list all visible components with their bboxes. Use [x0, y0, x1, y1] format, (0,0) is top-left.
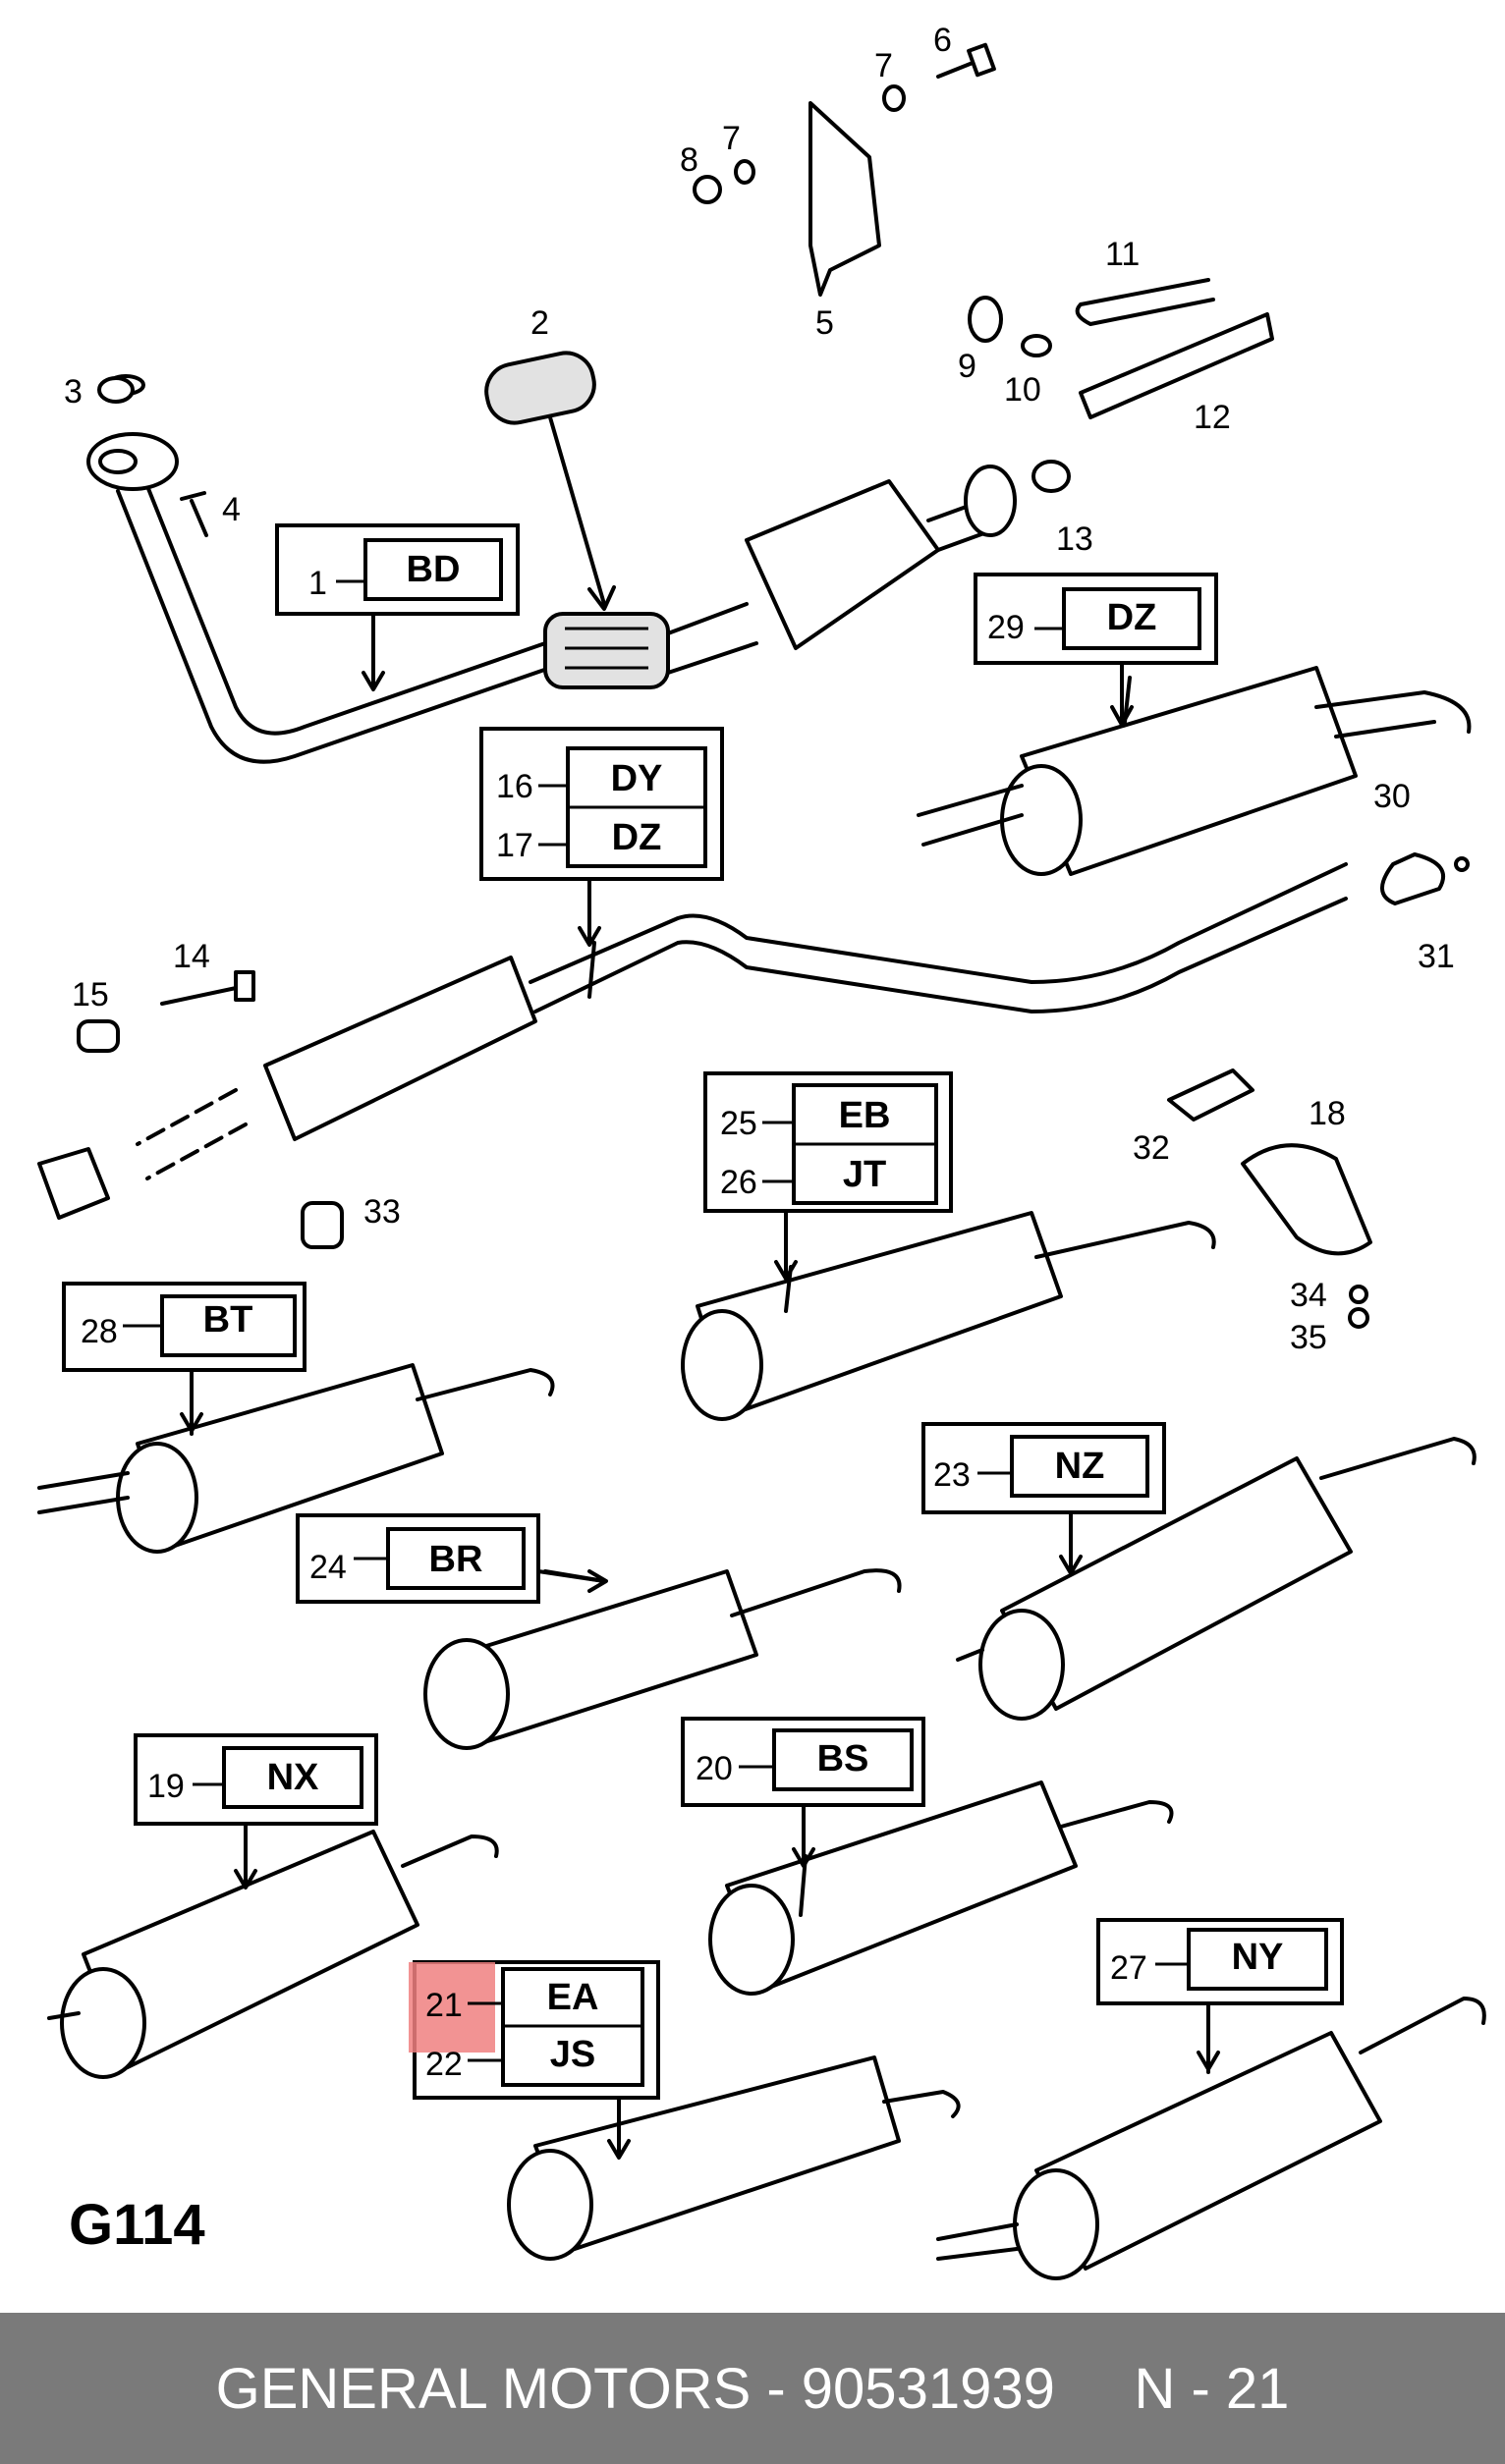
u-bolt-and-bracket-11-12 [1075, 278, 1274, 419]
svg-text:EA: EA [547, 1977, 599, 2018]
svg-text:32: 32 [1133, 1129, 1170, 1167]
callout-28: 28 BT [62, 1282, 307, 1433]
svg-text:19: 19 [147, 1768, 185, 1805]
fasteners-6-7-8 [693, 42, 996, 204]
flex-pipe [543, 602, 758, 689]
gasket-part-3 [97, 376, 135, 404]
callout-21-22: 21 EA 22 JS [409, 1960, 660, 2160]
svg-text:BD: BD [407, 549, 461, 590]
svg-text:13: 13 [1056, 520, 1093, 558]
svg-text:5: 5 [815, 304, 834, 342]
muffler-21-22 [507, 2055, 961, 2261]
svg-text:4: 4 [222, 491, 241, 528]
footer-brand: GENERAL MOTORS [215, 2356, 752, 2421]
bracket-part-5 [808, 101, 881, 297]
svg-text:24: 24 [309, 1549, 347, 1586]
svg-text:7: 7 [722, 120, 741, 157]
rubber-mount-9-10 [968, 296, 1052, 357]
muffler-27 [936, 1997, 1486, 2280]
svg-text:BR: BR [429, 1539, 483, 1580]
svg-text:11: 11 [1105, 236, 1140, 273]
intermediate-pipe-16-17 [37, 862, 1348, 1220]
svg-text:BS: BS [817, 1738, 869, 1780]
diagram-code: G114 [69, 2193, 205, 2257]
svg-text:35: 35 [1290, 1319, 1327, 1356]
svg-text:14: 14 [173, 938, 210, 975]
svg-text:20: 20 [696, 1750, 733, 1787]
muffler-23 [956, 1437, 1477, 1721]
svg-text:31: 31 [1418, 938, 1455, 975]
rubber-mount-part-33 [301, 1201, 344, 1249]
svg-text:JS: JS [550, 2034, 595, 2075]
svg-text:26: 26 [720, 1164, 757, 1201]
callout-29: 29 DZ [974, 573, 1218, 727]
svg-text:28: 28 [81, 1313, 118, 1350]
svg-text:1: 1 [308, 565, 327, 602]
highlight-21 [409, 1962, 495, 2053]
svg-text:25: 25 [720, 1105, 757, 1142]
svg-text:21: 21 [425, 1987, 463, 2024]
callout-25-26: 25 EB 26 JT [703, 1071, 953, 1281]
catalytic-converter [745, 465, 1017, 650]
svg-text:34: 34 [1290, 1277, 1327, 1314]
callout-23: 23 NZ [921, 1422, 1166, 1575]
nut-part-31 [1454, 856, 1470, 872]
svg-text:23: 23 [933, 1456, 971, 1494]
svg-text:9: 9 [958, 348, 976, 385]
svg-text:33: 33 [363, 1193, 401, 1231]
svg-text:BT: BT [203, 1299, 253, 1341]
svg-text:10: 10 [1004, 371, 1041, 409]
svg-text:22: 22 [425, 2046, 463, 2083]
svg-text:30: 30 [1373, 778, 1411, 815]
svg-text:DZ: DZ [1107, 597, 1157, 638]
svg-text:16: 16 [496, 768, 533, 805]
front-exhaust-pipe [86, 374, 552, 764]
clamp-part-18 [1241, 1143, 1372, 1256]
callout-16-17: 16 DY 17 DZ [479, 727, 724, 947]
svg-text:29: 29 [987, 609, 1025, 646]
callout-1: 1 BD [275, 523, 520, 691]
svg-text:15: 15 [72, 976, 109, 1013]
svg-text:27: 27 [1110, 1949, 1147, 1987]
svg-text:8: 8 [680, 141, 698, 179]
callout-20: 20 BS [681, 1717, 925, 1868]
svg-text:DZ: DZ [612, 817, 662, 858]
svg-text:DY: DY [611, 758, 663, 799]
svg-text:NX: NX [267, 1757, 319, 1798]
hanger-part-32 [1167, 1068, 1254, 1122]
bolt-spring-14-15 [77, 970, 255, 1053]
callout-19: 19 NX [134, 1733, 378, 1889]
svg-text:18: 18 [1309, 1095, 1346, 1132]
footer-bar: GENERAL MOTORS - 90531939 N - 21 [0, 2313, 1505, 2464]
gasket-part-13 [1031, 460, 1071, 493]
footer-separator: - [751, 2356, 802, 2421]
muffler-20 [708, 1780, 1174, 1996]
nut-part-34 [1349, 1285, 1368, 1304]
muffler-24 [423, 1568, 902, 1750]
clamp-part-30 [1380, 852, 1446, 905]
flex-sleeve-part-2 [484, 351, 616, 611]
nut-part-35 [1348, 1307, 1369, 1329]
exhaust-parts-diagram: 2 3 4 5 6 7 7 8 9 10 11 12 13 14 15 18 3… [37, 22, 1486, 2280]
svg-text:12: 12 [1194, 399, 1231, 436]
svg-text:6: 6 [933, 22, 952, 59]
callout-27: 27 NY [1096, 1918, 1344, 2071]
muffler-28 [37, 1363, 555, 1554]
rear-muffler-29 [917, 666, 1472, 876]
svg-text:NZ: NZ [1055, 1446, 1105, 1487]
bolt-part-4 [180, 491, 208, 537]
callout-24: 24 BR [296, 1513, 608, 1604]
svg-text:17: 17 [496, 827, 533, 864]
svg-text:2: 2 [530, 304, 549, 342]
muffler-25-26 [681, 1211, 1216, 1421]
svg-text:3: 3 [64, 373, 83, 411]
svg-text:EB: EB [839, 1095, 891, 1136]
svg-text:JT: JT [843, 1154, 886, 1195]
footer-position: N - 21 [1134, 2356, 1290, 2421]
footer-part-number: 90531939 [801, 2356, 1055, 2421]
svg-text:7: 7 [874, 47, 893, 84]
part-number-labels: 2 3 4 5 6 7 7 8 9 10 11 12 13 14 15 18 3… [64, 22, 1455, 1356]
footer-gap [1055, 2356, 1135, 2422]
svg-text:NY: NY [1232, 1937, 1284, 1978]
